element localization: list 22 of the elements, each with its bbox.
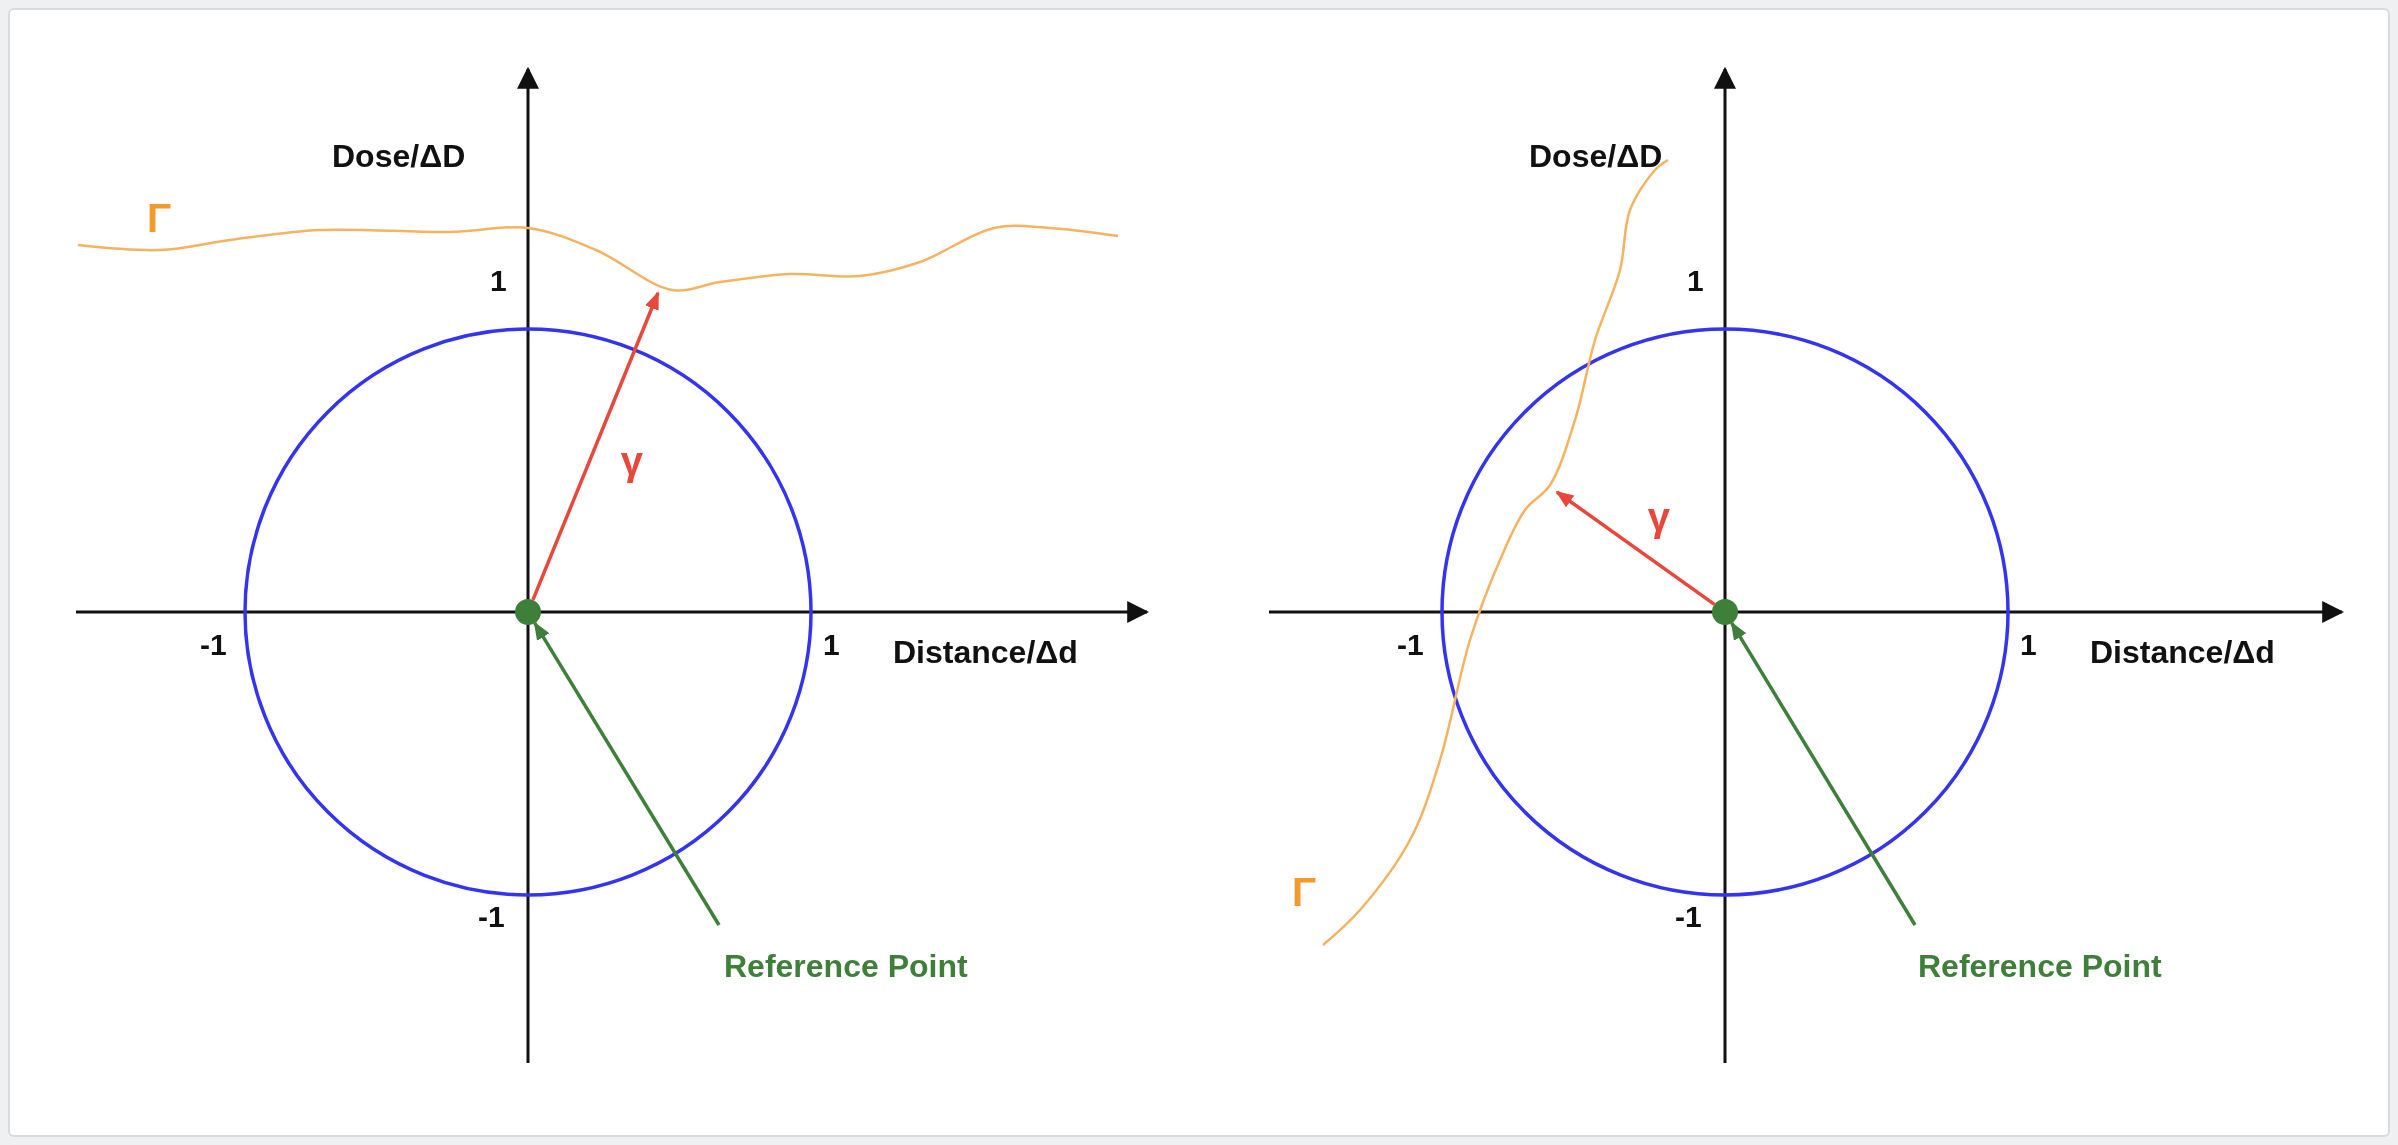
tick-label: -1 bbox=[478, 902, 505, 932]
curve-label: Γ bbox=[147, 198, 172, 238]
axis-title: Dose/ΔD bbox=[332, 140, 466, 172]
axis-title: Dose/ΔD bbox=[1529, 140, 1663, 172]
tick-label: 1 bbox=[1687, 266, 1704, 296]
axis-title: Distance/Δd bbox=[2090, 636, 2275, 668]
tick-label: -1 bbox=[1675, 902, 1702, 932]
gamma-arrow bbox=[531, 291, 660, 601]
tick-label: 1 bbox=[490, 266, 507, 296]
axis-title: Distance/Δd bbox=[893, 636, 1078, 668]
curve-label: Γ bbox=[1292, 872, 1317, 912]
gamma-arrow bbox=[1555, 490, 1716, 606]
tick-label: 1 bbox=[2020, 630, 2037, 660]
reference-point-dot bbox=[1712, 599, 1738, 625]
reference-point-dot bbox=[515, 599, 541, 625]
reference-point-label: Reference Point bbox=[724, 950, 968, 982]
leader-arrow bbox=[533, 621, 721, 926]
reference-point-label: Reference Point bbox=[1918, 950, 2162, 982]
tick-label: -1 bbox=[1397, 630, 1424, 660]
tick-label: 1 bbox=[823, 630, 840, 660]
leader-arrow bbox=[1730, 621, 1917, 926]
tick-label: -1 bbox=[200, 630, 227, 660]
